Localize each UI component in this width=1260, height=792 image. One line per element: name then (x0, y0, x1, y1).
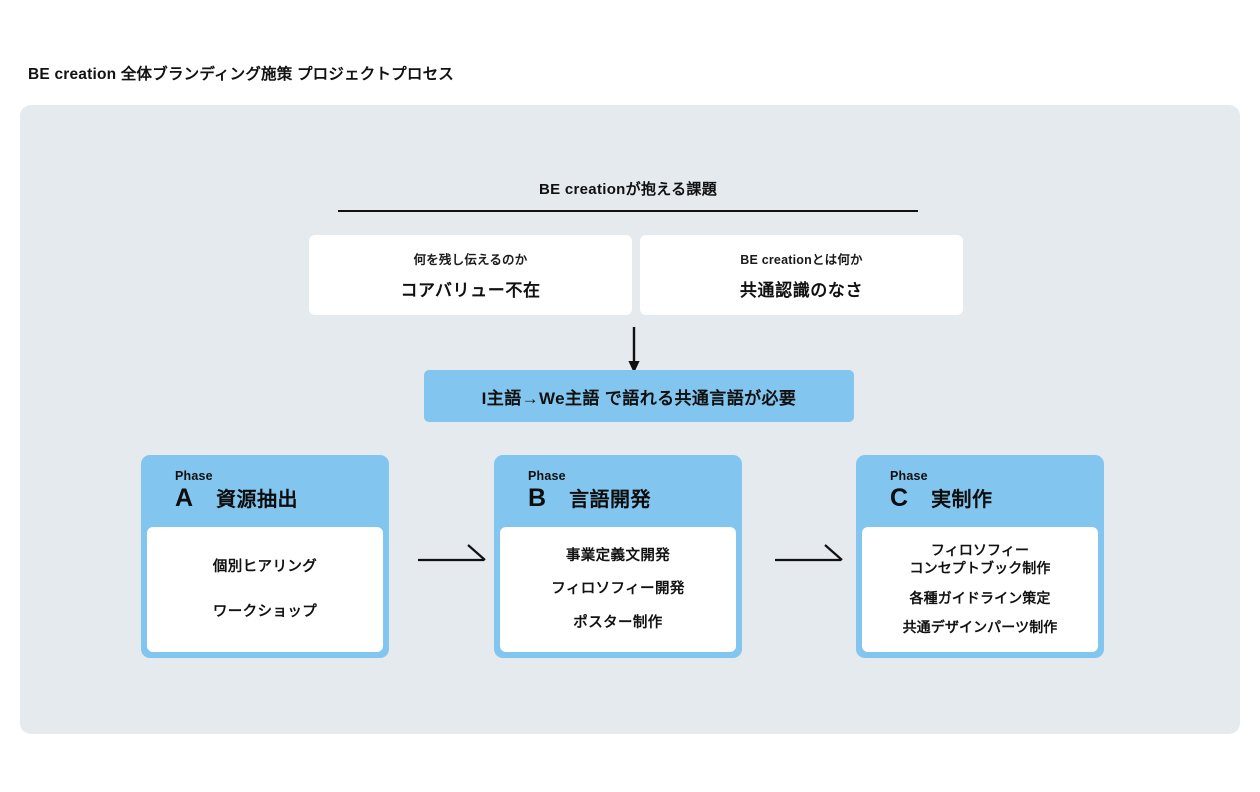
statement-banner: I主語→We主語 で語れる共通言語が必要 (424, 370, 854, 422)
diagram-panel: BE creationが抱える課題 何を残し伝えるのか コアバリュー不在 BE … (20, 105, 1240, 734)
phase-body-c: フィロソフィーコンセプトブック制作 各種ガイドライン策定 共通デザインパーツ制作 (862, 527, 1098, 652)
phase-title: 実制作 (931, 488, 993, 511)
phase-header-b: Phase B 言語開発 (500, 461, 736, 527)
phase-row: Phase A 資源抽出 個別ヒアリング ワークショップ (20, 455, 1240, 665)
phase-label: Phase (175, 469, 213, 483)
issue-card-title: 共通認識のなさ (739, 281, 864, 300)
issue-card-subtitle: BE creationとは何か (740, 253, 863, 267)
phase-item: フィロソフィーコンセプトブック制作 (909, 541, 1051, 576)
phase-item: 個別ヒアリング (212, 558, 318, 575)
phase-letter: A (175, 483, 194, 512)
phase-item: ポスター制作 (573, 614, 663, 631)
issue-header-label: BE creationが抱える課題 (538, 181, 717, 198)
phase-item: 各種ガイドライン策定 (909, 589, 1051, 606)
statement-text: I主語→We主語 で語れる共通言語が必要 (481, 388, 797, 408)
issue-header: BE creationが抱える課題 (338, 178, 918, 212)
phase-title: 資源抽出 (216, 488, 299, 511)
phase-item: 共通デザインパーツ制作 (902, 619, 1058, 636)
issue-card-shared-understanding: BE creationとは何か 共通認識のなさ (640, 235, 963, 315)
phase-label: Phase (528, 469, 566, 483)
issue-card-subtitle: 何を残し伝えるのか (413, 253, 528, 267)
phase-header-a: Phase A 資源抽出 (147, 461, 383, 527)
phase-letter: B (528, 483, 547, 512)
phase-header-c: Phase C 実制作 (862, 461, 1098, 527)
phase-body-a: 個別ヒアリング ワークショップ (147, 527, 383, 652)
arrow-right-icon (775, 543, 847, 569)
phase-letter: C (890, 483, 909, 512)
phase-item: 事業定義文開発 (565, 547, 671, 564)
phase-item: フィロソフィー開発 (551, 581, 685, 598)
issue-card-title: コアバリュー不在 (400, 281, 541, 300)
issue-header-divider (338, 210, 918, 212)
phase-card-c: Phase C 実制作 フィロソフィーコンセプトブック制作 各種ガイドライン策定… (856, 455, 1104, 658)
issue-card-core-value: 何を残し伝えるのか コアバリュー不在 (309, 235, 632, 315)
arrow-right-icon (418, 543, 490, 569)
phase-title: 言語開発 (569, 488, 652, 511)
arrow-down-icon (624, 327, 644, 375)
phase-card-b: Phase B 言語開発 事業定義文開発 フィロソフィー開発 ポスター制作 (494, 455, 742, 658)
issue-card-list: 何を残し伝えるのか コアバリュー不在 BE creationとは何か 共通認識の… (309, 235, 963, 315)
phase-item: ワークショップ (212, 603, 318, 620)
phase-body-b: 事業定義文開発 フィロソフィー開発 ポスター制作 (500, 527, 736, 652)
phase-label: Phase (890, 469, 928, 483)
page-title: BE creation 全体ブランディング施策 プロジェクトプロセス (28, 66, 454, 83)
phase-card-a: Phase A 資源抽出 個別ヒアリング ワークショップ (141, 455, 389, 658)
